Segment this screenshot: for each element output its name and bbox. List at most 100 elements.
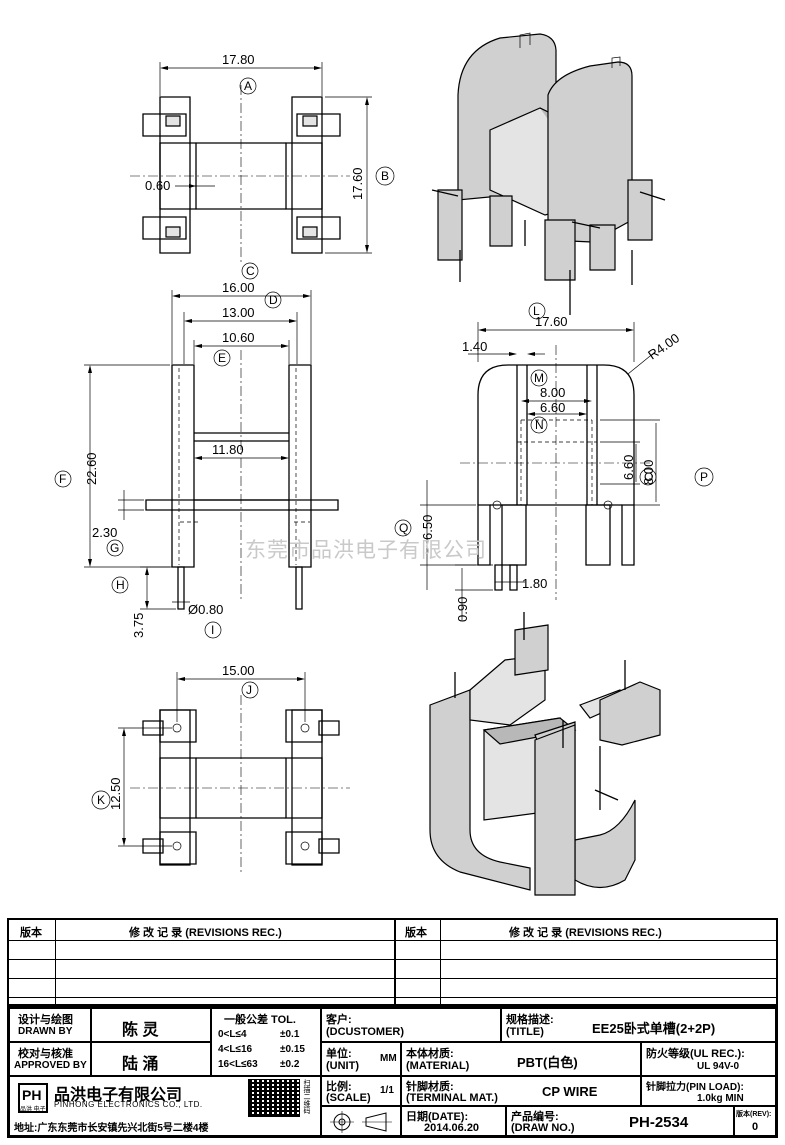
balloon-h: H bbox=[116, 578, 125, 592]
dim-6-60-side: 6.60 bbox=[540, 400, 565, 415]
title-value: EE25卧式单槽(2+2P) bbox=[592, 1021, 716, 1036]
approved-label: APPROVED BY bbox=[14, 1060, 87, 1071]
qr-code bbox=[248, 1079, 300, 1117]
title-block: 版本 修 改 记 录 (REVISIONS REC.) 版本 修 改 记 录 (… bbox=[7, 918, 778, 1138]
tol-range-1: 0<L≤4 bbox=[218, 1029, 247, 1040]
balloon-o: O bbox=[644, 470, 653, 484]
scale-label: 比例: bbox=[326, 1081, 352, 1093]
material-value: PBT(白色) bbox=[517, 1055, 578, 1070]
material-en: (MATERIAL) bbox=[406, 1060, 470, 1072]
company-logo-sub: 品洪 电子 bbox=[20, 1107, 46, 1113]
customer-label: 客户: bbox=[326, 1014, 352, 1026]
pin-load-label: 针脚拉力(PIN LOAD): bbox=[646, 1082, 744, 1093]
dim-0-90: 0.90 bbox=[455, 597, 470, 622]
terminal-en: (TERMINAL MAT.) bbox=[406, 1092, 498, 1104]
tol-range-3: 16<L≤63 bbox=[218, 1059, 258, 1070]
scale-value: 1/1 bbox=[380, 1085, 394, 1096]
dim-15-00: 15.00 bbox=[222, 663, 255, 678]
scale-en: (SCALE) bbox=[326, 1092, 371, 1104]
rev-label: 版本(REV): bbox=[736, 1111, 772, 1118]
balloon-f: F bbox=[59, 472, 66, 486]
draw-no-en: (DRAW NO.) bbox=[511, 1122, 575, 1134]
company-address: 地址:广东东莞市长安镇先兴北街5号二楼4楼 bbox=[14, 1123, 209, 1134]
terminal-label: 针脚材质: bbox=[406, 1081, 454, 1093]
unit-value: MM bbox=[380, 1053, 397, 1064]
company-name: 品洪电子有限公司 bbox=[54, 1087, 183, 1104]
balloon-i: I bbox=[211, 623, 214, 637]
customer-en: (DCUSTOMER) bbox=[326, 1026, 405, 1038]
dim-11-80: 11.80 bbox=[212, 442, 244, 457]
draw-no-value: PH-2534 bbox=[629, 1114, 689, 1131]
dim-8-00-side: 8.00 bbox=[540, 385, 565, 400]
balloon-q: Q bbox=[399, 521, 408, 535]
balloon-l: L bbox=[533, 304, 540, 318]
qr-side-text: 扫描二维码 bbox=[303, 1079, 310, 1114]
tolerance-title: 一般公差 TOL. bbox=[224, 1014, 296, 1026]
revisions-table: 版本 修 改 记 录 (REVISIONS REC.) 版本 修 改 记 录 (… bbox=[7, 918, 778, 1006]
balloon-k: K bbox=[97, 793, 105, 807]
balloon-c: C bbox=[246, 264, 255, 278]
terminal-value: CP WIRE bbox=[542, 1084, 598, 1099]
dim-r4-00: R4.00 bbox=[645, 330, 682, 362]
isometric-view-bottom bbox=[430, 612, 660, 895]
projection-symbol bbox=[322, 1107, 401, 1136]
dim-22-60: 22.60 bbox=[84, 452, 99, 485]
balloon-j: J bbox=[246, 683, 252, 697]
pin-load-value: 1.0kg MIN bbox=[697, 1093, 744, 1104]
company-en: PINHONG ELECTRONICS CO., LTD. bbox=[54, 1100, 203, 1109]
balloon-n: N bbox=[535, 418, 544, 432]
info-block: 设计与绘图 DRAWN BY 陈 灵 一般公差 TOL. 0<L≤4 ±0.1 … bbox=[7, 1006, 778, 1138]
dim-10-60: 10.60 bbox=[222, 330, 255, 345]
balloon-p: P bbox=[700, 470, 708, 484]
balloon-m: M bbox=[534, 371, 544, 385]
dim-8-00-vert: 8.00 bbox=[641, 460, 656, 485]
date-value: 2014.06.20 bbox=[424, 1122, 480, 1134]
company-logo-text: PH bbox=[22, 1087, 42, 1103]
rev-records-left: 修 改 记 录 (REVISIONS REC.) bbox=[129, 927, 282, 939]
draw-no-label: 产品编号: bbox=[511, 1111, 559, 1123]
title-en: (TITLE) bbox=[506, 1026, 544, 1038]
tol-value-3: ±0.2 bbox=[280, 1059, 300, 1070]
dim-13-00: 13.00 bbox=[222, 305, 255, 320]
dim-17-60-side: 17.60 bbox=[535, 314, 568, 329]
tol-range-2: 4<L≤16 bbox=[218, 1044, 253, 1055]
unit-en: (UNIT) bbox=[326, 1060, 359, 1072]
dim-17-60-top: 17.60 bbox=[350, 167, 365, 200]
front-view: 16.00 13.00 10.60 11.80 22.60 2.30 3.75 bbox=[55, 263, 338, 638]
balloon-b: B bbox=[381, 169, 389, 183]
balloon-d: D bbox=[269, 293, 278, 307]
title-label: 规格描述: bbox=[506, 1014, 554, 1026]
bottom-view: 15.00 12.50 J K bbox=[92, 663, 350, 875]
dim-12-50: 12.50 bbox=[108, 777, 123, 810]
company-logo: PH 品洪 电子 bbox=[18, 1083, 48, 1113]
ul-value: UL 94V-0 bbox=[697, 1061, 740, 1072]
side-view: 17.60 1.40 R4.00 8.00 6.60 6.60 8.00 6.5… bbox=[395, 303, 713, 622]
balloon-a: A bbox=[244, 79, 252, 93]
dim-0-60: 0.60 bbox=[145, 178, 170, 193]
check-label: 校对与核准 bbox=[18, 1048, 73, 1060]
tol-value-1: ±0.1 bbox=[280, 1029, 300, 1040]
isometric-view-top bbox=[432, 33, 665, 315]
dim-2-30: 2.30 bbox=[92, 525, 117, 540]
design-label: 设计与绘图 bbox=[18, 1014, 73, 1026]
drawn-by-value: 陈 灵 bbox=[122, 1022, 159, 1039]
rev-header-right: 版本 bbox=[405, 927, 427, 939]
rev-header-left: 版本 bbox=[20, 927, 42, 939]
material-label: 本体材质: bbox=[406, 1048, 454, 1060]
approved-by-value: 陆 涌 bbox=[122, 1056, 159, 1073]
rev-records-right: 修 改 记 录 (REVISIONS REC.) bbox=[509, 927, 662, 939]
dim-16-00: 16.00 bbox=[222, 280, 255, 295]
top-view: 17.80 17.60 0.60 A B bbox=[130, 52, 394, 262]
dim-6-60-vert: 6.60 bbox=[621, 455, 636, 480]
balloon-e: E bbox=[218, 351, 226, 365]
unit-label: 单位: bbox=[326, 1048, 352, 1060]
ul-label: 防火等级(UL REC.): bbox=[646, 1048, 745, 1060]
dim-6-50: 6.50 bbox=[420, 515, 435, 540]
technical-drawing: 17.80 17.60 0.60 A B bbox=[0, 0, 785, 915]
watermark: 东莞市品洪电子有限公司 bbox=[245, 538, 487, 562]
dim-17-80: 17.80 bbox=[222, 52, 255, 67]
dim-3-75: 3.75 bbox=[131, 613, 146, 638]
rev-value: 0 bbox=[752, 1121, 759, 1133]
tol-value-2: ±0.15 bbox=[280, 1044, 305, 1055]
